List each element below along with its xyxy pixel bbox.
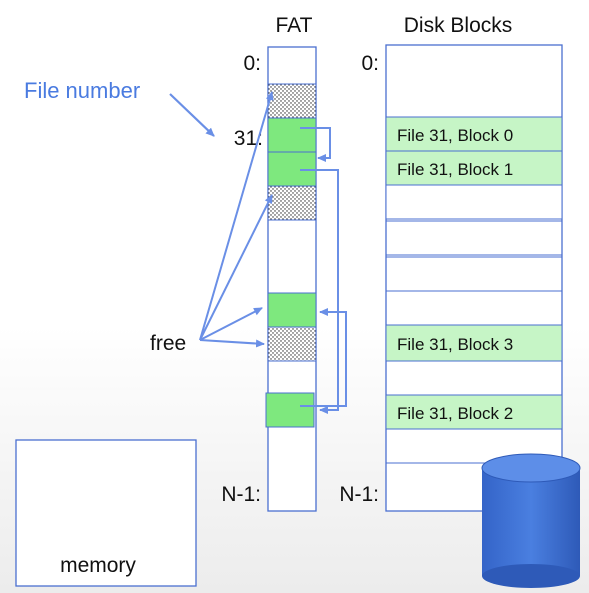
disk-block-empty-3 [385, 256, 563, 292]
free-arrow-2 [199, 194, 273, 341]
disk-block-31-2 [385, 394, 563, 430]
fat-entry-free-2 [267, 185, 317, 221]
fat-entry-next-3 [267, 292, 317, 328]
fat-label-0: 0: [243, 52, 261, 75]
fat-chain-links [300, 127, 347, 414]
disk-block-31-1 [385, 150, 563, 186]
disk-block-31-3 [385, 324, 563, 362]
fat-entry-next-2 [265, 392, 315, 428]
disk-block-empty-1 [385, 184, 563, 220]
disk-block-label-31-2: File 31, Block 2 [397, 404, 513, 423]
file-number-arrow [169, 93, 215, 137]
memory-label: memory [60, 554, 136, 577]
disk-label-0: 0: [361, 52, 379, 75]
chain-link-next2-to-next3 [300, 308, 347, 407]
disk-blocks-header: Disk Blocks [404, 14, 513, 37]
disk-block-31-0 [385, 116, 563, 152]
fat-entry-31 [267, 117, 317, 153]
fat-header: FAT [276, 14, 313, 37]
free-label: free [150, 332, 186, 355]
fat-entry-free-3 [267, 326, 317, 362]
fat-label-n-1: N-1: [221, 483, 261, 506]
disk-block-empty-2 [385, 220, 563, 256]
fat-label-31: 31: [234, 127, 263, 150]
free-arrow-1 [199, 91, 274, 341]
chain-link-next1-to-next2 [300, 169, 339, 414]
free-arrows [199, 91, 274, 348]
free-arrow-3 [199, 307, 263, 341]
disk-block-label-31-3: File 31, Block 3 [397, 335, 513, 354]
disk-block-label-31-0: File 31, Block 0 [397, 126, 513, 145]
chain-link-31-to-next1 [300, 127, 331, 162]
disk-block-label-31-1: File 31, Block 1 [397, 160, 513, 179]
memory-box [15, 439, 197, 587]
disk-cylinder-icon [481, 453, 581, 588]
file-number-label: File number [24, 78, 140, 103]
disk-block-empty-5 [385, 428, 563, 464]
disk-label-n-1: N-1: [339, 483, 379, 506]
disk-column [385, 44, 563, 512]
fat-entry-free-1 [267, 83, 317, 119]
free-arrow-4 [199, 339, 265, 348]
